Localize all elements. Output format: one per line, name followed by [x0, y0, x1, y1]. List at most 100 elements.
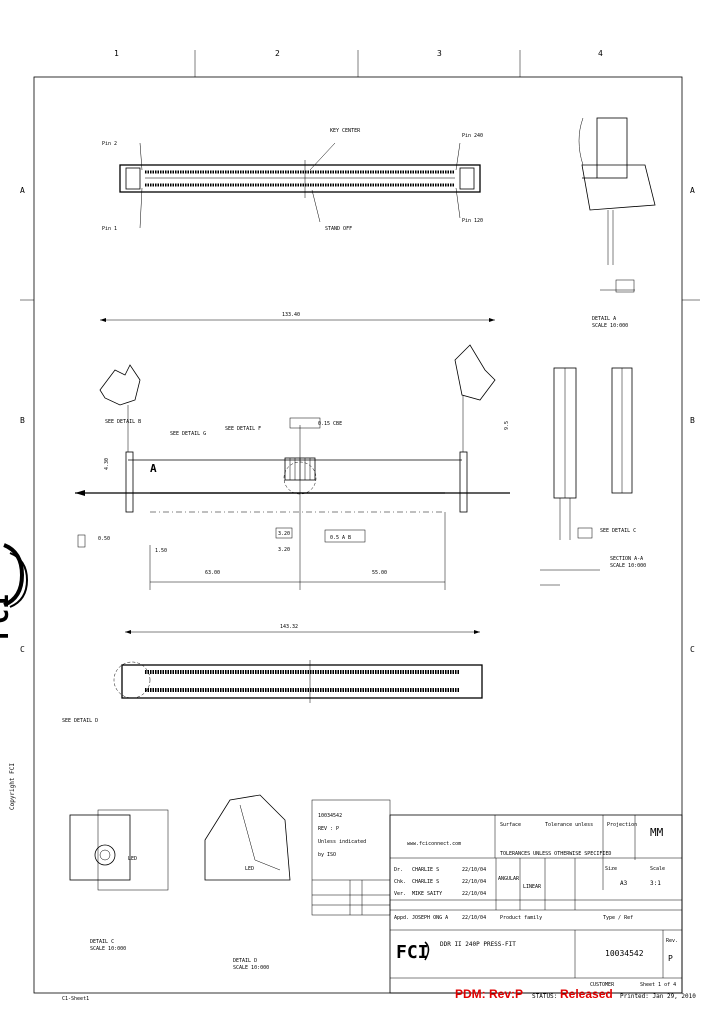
- status-label: STATUS:: [532, 993, 557, 1000]
- pin2-label: Pin 2: [102, 141, 117, 147]
- tb-tol-note: TOLERANCES UNLESS OTHERWISE SPECIFIED: [500, 851, 611, 857]
- dr-date-1: 22/10/04: [462, 879, 486, 885]
- zone-b-right: B: [690, 416, 695, 425]
- tb-drawn-rows: Dr. CHARLIE S 22/10/04 Chk. CHARLIE S 22…: [394, 867, 486, 921]
- dim-050: 0.50: [98, 536, 110, 542]
- released-status: Released: [560, 987, 613, 1001]
- bottom-view-connector: 143.32 SEE DETAIL D: [62, 624, 483, 724]
- section-a-a-scale: SCALE 10:000: [610, 563, 646, 569]
- detail-d-title: DETAIL D: [233, 958, 257, 964]
- tb-sheet: Sheet 1 of 4: [640, 982, 676, 988]
- tb-product-family: Product family: [500, 915, 542, 921]
- margin-logo-text: FCI: [0, 593, 15, 640]
- tb-linear: LINEAR: [523, 884, 542, 890]
- front-view: 133.40 0.15 CBE A SEE DETAIL B SEE DETAI…: [75, 312, 510, 590]
- copyright-text: Copyright FCI: [9, 763, 16, 810]
- see-detail-c-label: SEE DETAIL C: [600, 528, 636, 534]
- dr-name-0: CHARLIE S: [412, 867, 439, 873]
- dim-height-right: 9.5: [504, 421, 510, 430]
- see-detail-f-label: SEE DETAIL F: [225, 426, 261, 432]
- zone-a-left: A: [20, 186, 25, 195]
- see-detail-d-label: SEE DETAIL D: [62, 718, 98, 724]
- part-number-block: 10034542 REV : P Unless indicated by ISO: [311, 799, 391, 916]
- detail-c-d: LED DETAIL C SCALE 10:000 LED DETAIL D S…: [69, 794, 291, 971]
- tb-scale-value: 3:1: [650, 880, 661, 887]
- dim-320b: 3.20: [278, 547, 290, 553]
- top-view-connector: Pin 2 Pin 1 Pin 240 Pin 120 KEY CENTER S…: [102, 128, 483, 232]
- pin1-label: Pin 1: [102, 226, 117, 232]
- title-block: www.fciconnect.com Surface Tolerance unl…: [389, 814, 683, 994]
- zone-2: 2: [275, 49, 280, 58]
- detail-c-title: DETAIL C: [90, 939, 114, 945]
- tb-customer: CUSTOMER: [590, 982, 615, 988]
- led-label-c: LED: [128, 856, 137, 862]
- detail-a: DETAIL A SCALE 10:000: [578, 117, 656, 329]
- dim-width: 143.32: [280, 624, 298, 630]
- tb-angular: ANGULAR: [498, 876, 520, 882]
- see-detail-g-label: SEE DETAIL G: [170, 431, 206, 437]
- zone-c-left: C: [20, 645, 25, 654]
- zone-a-right: A: [690, 186, 695, 195]
- pn-block-rev: REV : P: [318, 826, 339, 832]
- pin120-label: Pin 120: [462, 218, 483, 224]
- zone-3: 3: [437, 49, 442, 58]
- printed-date: Printed: Jan 29, 2010: [620, 993, 696, 1000]
- tb-surface: Surface: [500, 822, 521, 828]
- tb-projection: Projection: [607, 822, 637, 828]
- dr-name-1: CHARLIE S: [412, 879, 439, 885]
- dr-date-2: 22/10/04: [462, 891, 486, 897]
- dr-name-2: MIKE SAITY: [412, 891, 442, 897]
- dr-role-0: Dr.: [394, 867, 403, 873]
- tb-rev-value: P: [668, 954, 673, 963]
- dr-role-3: Appd.: [394, 915, 409, 921]
- dr-role-1: Chk.: [394, 879, 406, 885]
- tb-type: Type / Ref: [603, 915, 633, 921]
- a-marker: A: [150, 462, 157, 475]
- margin-logo: FCI Copyright FCI: [0, 543, 29, 810]
- zone-b-left: B: [20, 416, 25, 425]
- tb-url: www.fciconnect.com: [407, 841, 461, 847]
- tb-size-label: Size: [605, 866, 617, 872]
- pdm-rev: PDM: Rev:P: [455, 987, 523, 1001]
- dim-55: 55.00: [372, 570, 387, 576]
- dim-length: 133.40: [282, 312, 300, 318]
- gdt-frame: 0.5 A B: [330, 535, 351, 541]
- section-a-a: SEE DETAIL C SECTION A-A SCALE 10:000: [540, 367, 646, 586]
- zone-markers-top: 1 2 3 4: [114, 49, 603, 77]
- stand-off-label: STAND OFF: [325, 226, 352, 232]
- pn-block-by: by ISO: [318, 852, 336, 858]
- dr-name-3: JOSEPH ONG A: [412, 915, 448, 921]
- fci-logo: FCI: [396, 941, 430, 963]
- led-label-d: LED: [245, 866, 254, 872]
- dim-63: 63.00: [205, 570, 220, 576]
- tb-units: MM: [650, 826, 664, 839]
- sheet-ref: C1-Sheet1: [62, 996, 89, 1002]
- detail-c-scale: SCALE 10:000: [90, 946, 126, 952]
- dr-role-2: Ver.: [394, 891, 406, 897]
- detail-a-scale: SCALE 10:000: [592, 323, 628, 329]
- tb-title: DDR II 240P PRESS-FIT: [440, 941, 516, 948]
- fci-logo-text: FCI: [396, 942, 429, 963]
- pn-block-scale: Unless indicated: [318, 839, 366, 845]
- tb-part-number: 10034542: [605, 949, 644, 958]
- zone-1: 1: [114, 49, 119, 58]
- detail-d-scale: SCALE 10:000: [233, 965, 269, 971]
- dim-320a: 3.20: [278, 531, 290, 537]
- pn-block-number: 10034542: [318, 813, 342, 819]
- section-a-a-title: SECTION A-A: [610, 556, 643, 562]
- dim-150: 1.50: [155, 548, 167, 554]
- pin240-label: Pin 240: [462, 133, 483, 139]
- see-detail-b-label: SEE DETAIL B: [105, 419, 141, 425]
- tolerance-note: 0.15 CBE: [318, 421, 342, 427]
- dr-date-3: 22/10/04: [462, 915, 486, 921]
- key-center-label: KEY CENTER: [330, 128, 361, 134]
- tb-scale-label: Scale: [650, 866, 665, 872]
- zone-4: 4: [598, 49, 603, 58]
- tb-tolerance: Tolerance unless: [545, 822, 593, 828]
- tb-rev-label: Rev.: [666, 938, 678, 944]
- zone-markers-side: A B C A B C: [20, 186, 700, 654]
- detail-a-title: DETAIL A: [592, 316, 616, 322]
- tb-size-value: A3: [620, 880, 628, 887]
- zone-c-right: C: [690, 645, 695, 654]
